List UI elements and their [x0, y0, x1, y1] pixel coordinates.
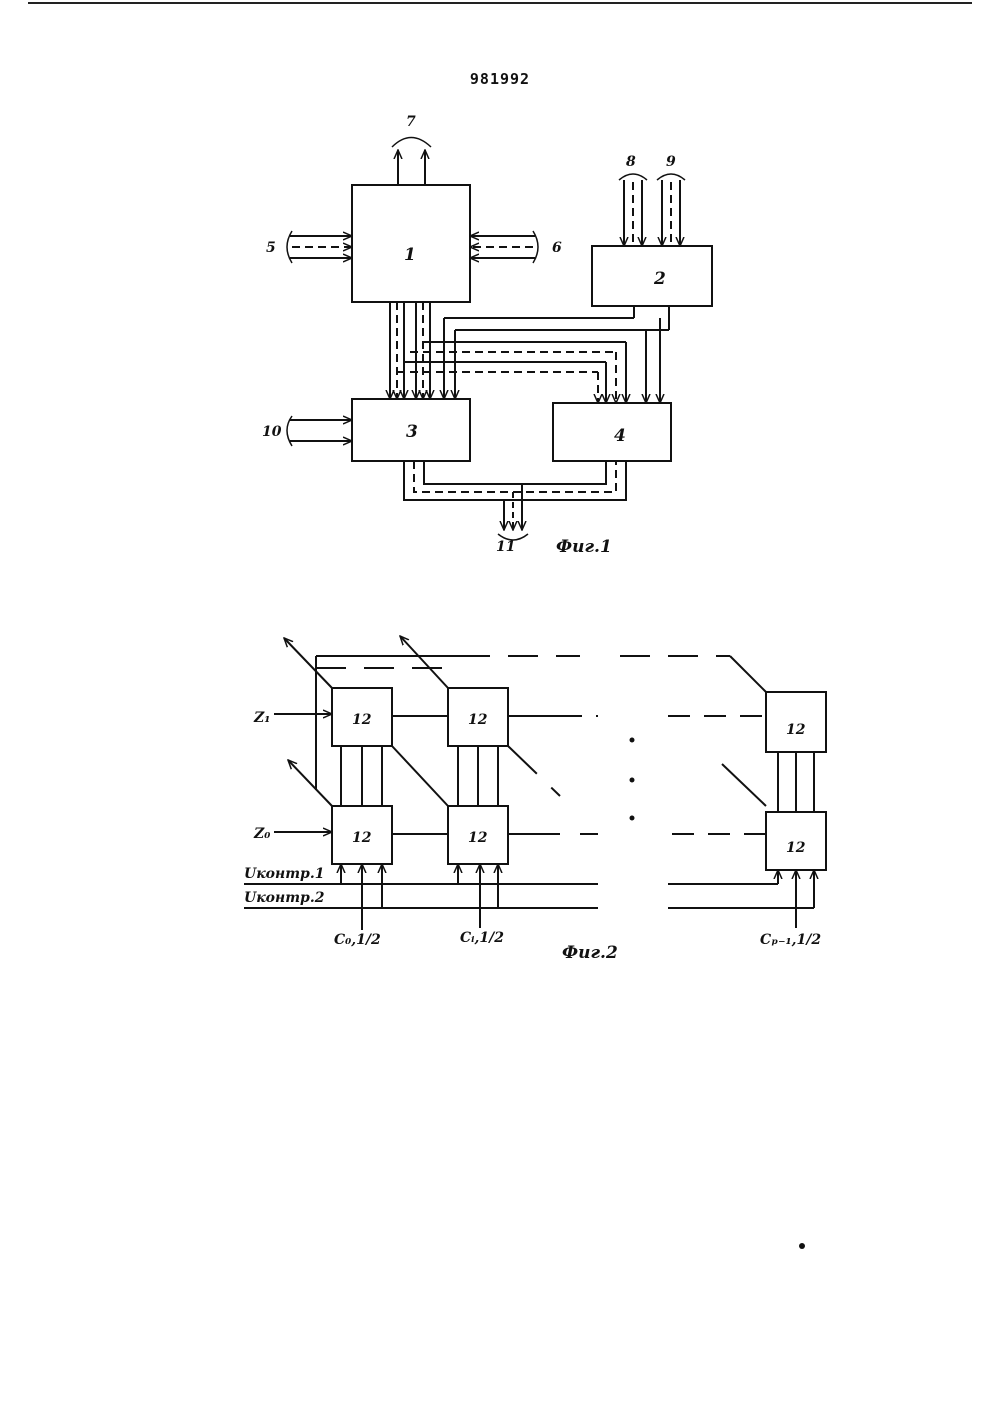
block-3-label: 3 — [406, 422, 418, 442]
bus-7 — [392, 138, 431, 186]
figure-1 — [287, 138, 712, 541]
control-2-label: Uконтр.2 — [244, 890, 325, 906]
bus-10-label: 10 — [262, 424, 282, 440]
cell-label-5: 12 — [786, 722, 806, 738]
bus-6 — [470, 231, 538, 263]
bus-8-label: 8 — [626, 154, 636, 170]
bus-7-label: 7 — [406, 114, 416, 130]
block-1 — [352, 185, 470, 302]
fig1-caption: Фиг.1 — [556, 537, 612, 557]
control-1-label: Uконтр.1 — [244, 866, 324, 882]
bus-9 — [657, 174, 685, 246]
input-z0-label: Z₀ — [253, 826, 270, 842]
cell-label-2: 12 — [352, 830, 372, 846]
bus-9-label: 9 — [666, 154, 676, 170]
fig2-caption: Фиг.2 — [562, 943, 618, 963]
bus-11 — [404, 461, 626, 540]
block-2-label: 2 — [653, 269, 666, 289]
bus-8 — [619, 174, 647, 246]
cell-label-1: 12 — [352, 712, 372, 728]
cell-label-3: 12 — [468, 712, 488, 728]
column-c0-label: C₀,1/2 — [334, 932, 381, 948]
block-2 — [592, 246, 712, 306]
bus-5 — [287, 231, 352, 263]
block-4-label: 4 — [614, 426, 626, 446]
bus-1-to-3 — [390, 302, 430, 399]
block-1-label: 1 — [404, 245, 416, 265]
bus-5-label: 5 — [266, 240, 276, 256]
figure-2 — [244, 636, 826, 930]
bus-1-to-4 — [397, 342, 626, 403]
bus-11-label: 11 — [496, 539, 515, 555]
column-ci-label: Cᵢ,1/2 — [460, 930, 504, 946]
bus-6-label: 6 — [552, 240, 562, 256]
bus-10 — [287, 416, 352, 446]
cell-label-4: 12 — [468, 830, 488, 846]
input-z1-label: Z₁ — [253, 710, 270, 726]
column-cp-label: Cₚ₋₁,1/2 — [760, 932, 821, 948]
cell-label-6: 12 — [786, 840, 806, 856]
ellipsis-dots — [630, 738, 806, 1250]
block-4 — [553, 403, 671, 461]
bus-2-to-3-4 — [444, 306, 669, 403]
